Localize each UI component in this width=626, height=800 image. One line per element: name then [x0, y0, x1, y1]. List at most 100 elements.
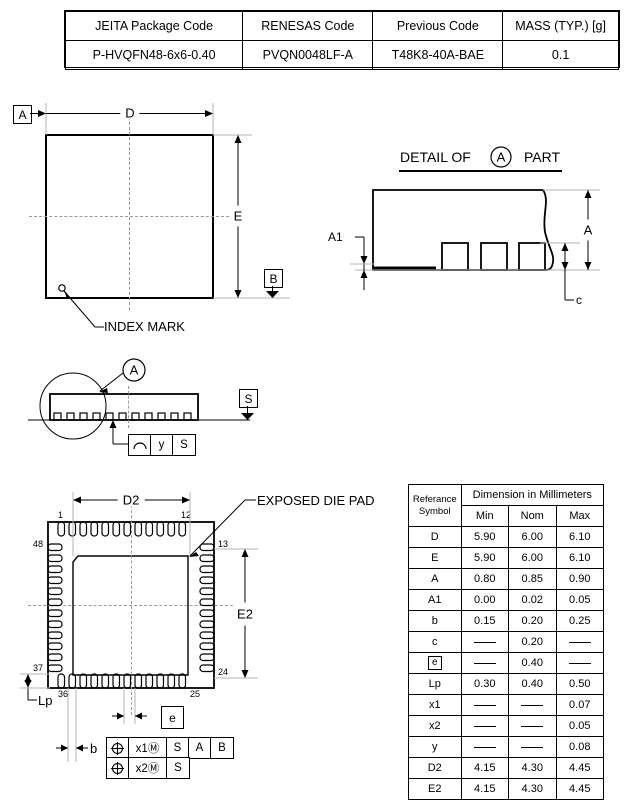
profile-symbol-icon [129, 435, 151, 455]
dim-row-min: 0.30 [460, 673, 509, 695]
index-mark-label: INDEX MARK [104, 319, 185, 334]
pad-column-left [47, 543, 63, 673]
datum-a-leader [30, 103, 47, 135]
dim-row-max [555, 631, 605, 653]
table-row: P-HVQFN48-6x6-0.40 PVQN0048LF-A T48K8-40… [64, 40, 619, 70]
dim-row-max: 0.08 [555, 736, 605, 758]
dim-row-nom [507, 715, 557, 737]
dimension-d2-label: D2 [117, 493, 145, 507]
dim-row-symbol: x1 [408, 694, 462, 716]
fcf-leader-line [109, 420, 128, 445]
detail-title-circle-label: A [496, 149, 506, 165]
fcf-tolerance-x2: x2Ⓜ [129, 758, 167, 778]
detail-title-prefix: DETAIL OF [400, 149, 471, 165]
dimension-e-pitch [112, 688, 147, 724]
dimension-c [561, 243, 574, 301]
dim-row-symbol: c [408, 631, 462, 653]
pin-number-48: 48 [33, 539, 44, 549]
position-symbol-icon [107, 738, 129, 758]
empty-dash-icon [473, 746, 496, 748]
dim-row-nom: 0.40 [507, 652, 557, 674]
dim-row-nom [507, 694, 557, 716]
dim-row-nom: 0.40 [507, 673, 557, 695]
dim-row-symbol: D [408, 526, 462, 548]
exposed-die-pad-leader [189, 499, 256, 557]
dim-row-max: 6.10 [555, 526, 605, 548]
datum-b-box: B [264, 269, 283, 288]
dim-row-min [460, 736, 509, 758]
feature-control-frame-position-x1: x1Ⓜ S A B [106, 737, 234, 759]
dimension-e-pitch-box: e [161, 706, 184, 729]
pin-number-13: 13 [218, 539, 229, 549]
dim-row-max: 4.45 [555, 778, 605, 800]
dim-row-min: 0.00 [460, 589, 509, 611]
detail-title-circle-a [490, 146, 512, 168]
fcf-tolerance-x1: x1Ⓜ [129, 738, 167, 758]
fcf-datum-s: S [180, 439, 188, 451]
dim-row-symbol: E [408, 547, 462, 569]
empty-dash-icon [473, 662, 496, 664]
exposed-die-pad-label: EXPOSED DIE PAD [257, 493, 375, 508]
dim-row-nom: 0.20 [507, 610, 557, 632]
fcf-datum-s-2: S [174, 762, 182, 774]
fcf-datum-b-1: B [218, 742, 226, 754]
dim-subheader-nom: Nom [507, 505, 557, 527]
empty-dash-icon [473, 704, 496, 706]
pin-number-24: 24 [218, 667, 229, 677]
pad-column-right [199, 543, 215, 673]
dim-row-symbol: x2 [408, 715, 462, 737]
dim-row-max: 0.90 [555, 568, 605, 590]
dimension-lp [20, 673, 50, 701]
pin-number-36: 36 [58, 689, 69, 699]
position-symbol-icon-2 [107, 758, 129, 778]
dim-header-referance: Referance [412, 493, 457, 505]
dim-row-max [555, 652, 605, 674]
cell-jeita-code: P-HVQFN48-6x6-0.40 [64, 40, 244, 70]
dim-row-symbol: e [408, 652, 462, 674]
dim-row-nom: 4.30 [507, 757, 557, 779]
dim-row-min: 0.80 [460, 568, 509, 590]
dim-row-max: 0.05 [555, 589, 605, 611]
dim-header-millimeters: Dimension in Millimeters [460, 484, 605, 506]
detail-extension-lines [355, 189, 600, 271]
detail-title-suffix: PART [524, 149, 561, 165]
dim-row-max: 6.10 [555, 547, 605, 569]
dim-row-min: 4.15 [460, 778, 509, 800]
dim-row-symbol: Lp [408, 673, 462, 695]
dim-row-min: 4.15 [460, 757, 509, 779]
detail-callout-a-label: A [129, 362, 139, 378]
fcf-datum-a-1: A [189, 738, 211, 758]
dimension-c-label: c [576, 293, 582, 307]
empty-dash-icon [568, 641, 591, 643]
datum-s-leader [241, 406, 254, 420]
dim-row-max: 0.50 [555, 673, 605, 695]
dim-row-min: 0.15 [460, 610, 509, 632]
datum-a-box: A [13, 105, 32, 124]
dim-row-symbol: D2 [408, 757, 462, 779]
dimension-table-header-row: Referance Symbol Dimension in Millimeter… [408, 484, 605, 527]
datum-b-leader [266, 286, 279, 298]
dim-row-symbol: E2 [408, 778, 462, 800]
dimension-table-row: e 0.40 [408, 652, 605, 674]
exposed-die-pad [72, 555, 189, 676]
pad-row-bottom [57, 673, 187, 689]
dim-row-max: 4.45 [555, 757, 605, 779]
side-view-centerline [128, 386, 129, 428]
detail-callout-a [99, 358, 146, 393]
dimension-lp-label: Lp [38, 693, 53, 708]
dimension-b [56, 688, 88, 762]
dim-row-min [460, 694, 509, 716]
pin-number-25: 25 [190, 689, 201, 699]
dimension-e-label: E [231, 205, 245, 227]
dim-row-nom: 6.00 [507, 526, 557, 548]
empty-dash-icon [473, 725, 496, 727]
package-code-table: JEITA Package Code RENESAS Code Previous… [64, 10, 620, 70]
dim-row-nom: 0.85 [507, 568, 557, 590]
fcf-tolerance-y: y [151, 435, 173, 455]
dim-row-nom: 4.30 [507, 778, 557, 800]
